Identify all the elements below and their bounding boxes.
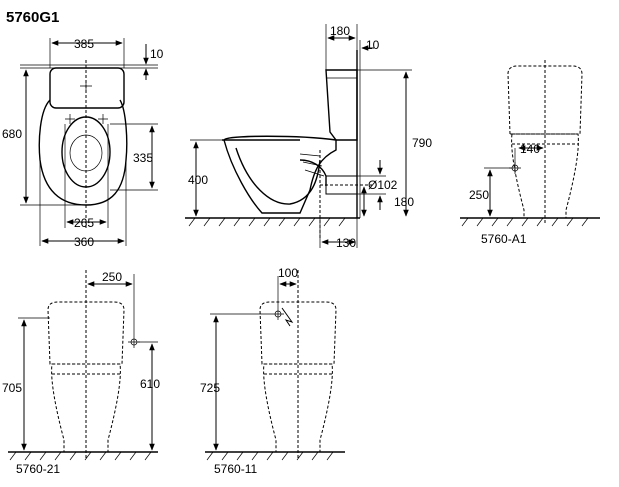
bowl-plan-outline: [38, 99, 128, 206]
dim-265: 265: [74, 216, 94, 230]
v21-dim-610: 610: [140, 377, 160, 391]
variant-21-view: 250 705 610 5760-21: [2, 270, 160, 476]
v11-water-inlet: [272, 308, 284, 320]
variant-11-view: 100 725 5760-11: [200, 266, 345, 476]
dim-130: 130: [336, 236, 356, 250]
bowl-trap-side: [235, 147, 321, 205]
floor-hatch-side: [188, 217, 346, 227]
dim-680: 680: [2, 127, 22, 141]
cistern-side: [325, 69, 358, 141]
v21-dim-250: 250: [102, 270, 122, 284]
v11-cistern-dashed: [259, 301, 337, 365]
variant-a1-view: 140 250 5760-A1: [460, 60, 600, 246]
v11-dim-100: 100: [278, 266, 298, 280]
v21-dim-705: 705: [2, 381, 22, 395]
dim-360: 360: [74, 235, 94, 249]
cross-fix-right: [98, 114, 108, 124]
v11-dim-725: 725: [200, 381, 220, 395]
a1-dim-250: 250: [469, 188, 489, 202]
a1-label: 5760-A1: [481, 232, 527, 246]
drawing-title: 5760G1: [6, 9, 59, 26]
v21-cistern-dashed: [47, 301, 125, 365]
dim-10-side: 10: [366, 38, 380, 52]
cross-fix-left: [65, 114, 75, 124]
dim-180-top: 180: [330, 24, 350, 38]
a1-dim-140: 140: [520, 142, 540, 156]
dim-10-plan: 10: [150, 47, 164, 61]
dim-400: 400: [188, 173, 208, 187]
a1-cistern-dashed: [507, 65, 583, 135]
dim-180-bottom: 180: [394, 195, 414, 209]
v11-label: 5760-11: [214, 462, 257, 476]
dim-790: 790: [412, 136, 432, 150]
v21-label: 5760-21: [16, 462, 60, 476]
dim-diameter-102: Ø102: [368, 178, 398, 192]
cistern-plan: [49, 67, 125, 109]
dim-335: 335: [133, 151, 153, 165]
v11-inlet-arrow: [281, 307, 294, 327]
side-view: 180 10 790 400 Ø102 180 130: [185, 24, 432, 250]
dim-385: 385: [74, 37, 94, 51]
top-view: 385 10 680 335 265 360: [2, 37, 164, 249]
